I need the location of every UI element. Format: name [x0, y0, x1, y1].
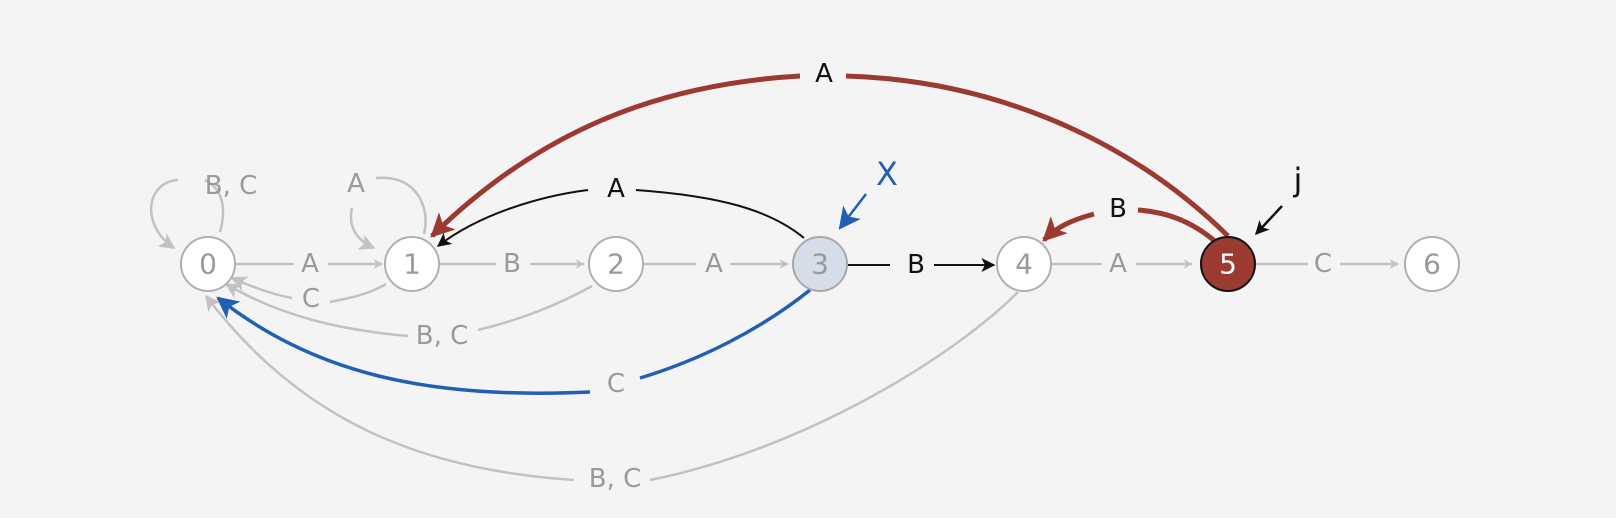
edge-0-0-line [149, 178, 179, 250]
node-3: 3 [792, 236, 848, 292]
edge-1-1: A [347, 169, 427, 250]
node-3-label: 3 [811, 248, 829, 281]
edge-2-0: B, C [224, 282, 593, 351]
edge-3-1-line [436, 189, 589, 247]
edge-4-0-line [649, 291, 1019, 482]
edge-3-0-label: C [607, 369, 625, 399]
edge-5-4-line [1042, 211, 1095, 242]
edge-1-0-line [329, 282, 387, 304]
node-6-circle [1404, 236, 1460, 292]
edge-1-1-label: A [347, 169, 365, 199]
edge-0-0: B, C [149, 171, 258, 250]
edge-0-0-line [204, 178, 225, 233]
node-6-label: 6 [1423, 248, 1441, 281]
edge-1-0: C [230, 276, 387, 314]
edge-2-3: A [644, 249, 789, 279]
node-6: 6 [1404, 236, 1460, 292]
edge-5-6: C [1256, 249, 1399, 279]
node-2-circle [588, 236, 644, 292]
node-0-label: 0 [199, 248, 217, 281]
node-5-label: 5 [1219, 248, 1237, 281]
edge-4-5-label: A [1109, 249, 1127, 279]
node-4-label: 4 [1015, 248, 1033, 281]
edge-3-0: C [216, 288, 812, 399]
edge-2-0-line [477, 284, 593, 332]
pointer-x: X [838, 155, 898, 230]
edge-2-0-label: B, C [416, 321, 469, 351]
edge-5-1-line [845, 73, 1230, 238]
edge-3-1-label: A [607, 174, 625, 204]
pointer-j: j [1255, 161, 1303, 236]
node-3-circle [792, 236, 848, 292]
edge-3-1-line [635, 189, 805, 239]
pointer-x-arrow [838, 193, 867, 230]
edge-5-1: A [430, 59, 1230, 238]
node-5-circle [1200, 236, 1256, 292]
edge-3-4-label: B [907, 250, 925, 280]
edge-4-0: B, C [205, 291, 1019, 494]
node-0: 0 [180, 236, 236, 292]
node-0-circle [180, 236, 236, 292]
node-1: 1 [384, 236, 440, 292]
edge-3-4: B [848, 250, 996, 280]
edge-4-0-label: B, C [589, 464, 642, 494]
edge-1-1-line [349, 207, 376, 250]
node-1-circle [384, 236, 440, 292]
edge-0-0-label: B, C [205, 171, 258, 201]
pointer-j-label: j [1293, 161, 1303, 199]
node-4-circle [996, 236, 1052, 292]
edge-4-0-line [205, 294, 575, 482]
edge-1-0-line [230, 276, 293, 300]
edge-4-5: A [1052, 249, 1193, 279]
edge-0-1-label: A [301, 249, 319, 279]
edge-1-0-label: C [302, 284, 320, 314]
pointer-x-label: X [876, 155, 898, 193]
node-1-label: 1 [403, 248, 421, 281]
edge-2-3-label: A [705, 249, 723, 279]
edge-5-1-label: A [815, 59, 833, 89]
edge-1-2: B [440, 249, 585, 279]
edge-5-4-label: B [1109, 194, 1127, 224]
edge-0-1: A [236, 249, 383, 279]
edge-5-6-label: C [1314, 249, 1332, 279]
node-5: 5 [1200, 236, 1256, 292]
edge-1-1-line [375, 176, 427, 235]
edge-5-4: B [1042, 194, 1218, 244]
pointer-j-arrow [1255, 205, 1283, 236]
edge-2-0-line [224, 282, 409, 338]
node-4: 4 [996, 236, 1052, 292]
node-2: 2 [588, 236, 644, 292]
edge-5-4-line [1137, 207, 1218, 244]
edge-5-1-line [430, 73, 801, 238]
edge-3-0-line [216, 296, 591, 395]
edge-3-0-line [639, 288, 812, 380]
node-2-label: 2 [607, 248, 625, 281]
edge-1-2-label: B [503, 249, 521, 279]
